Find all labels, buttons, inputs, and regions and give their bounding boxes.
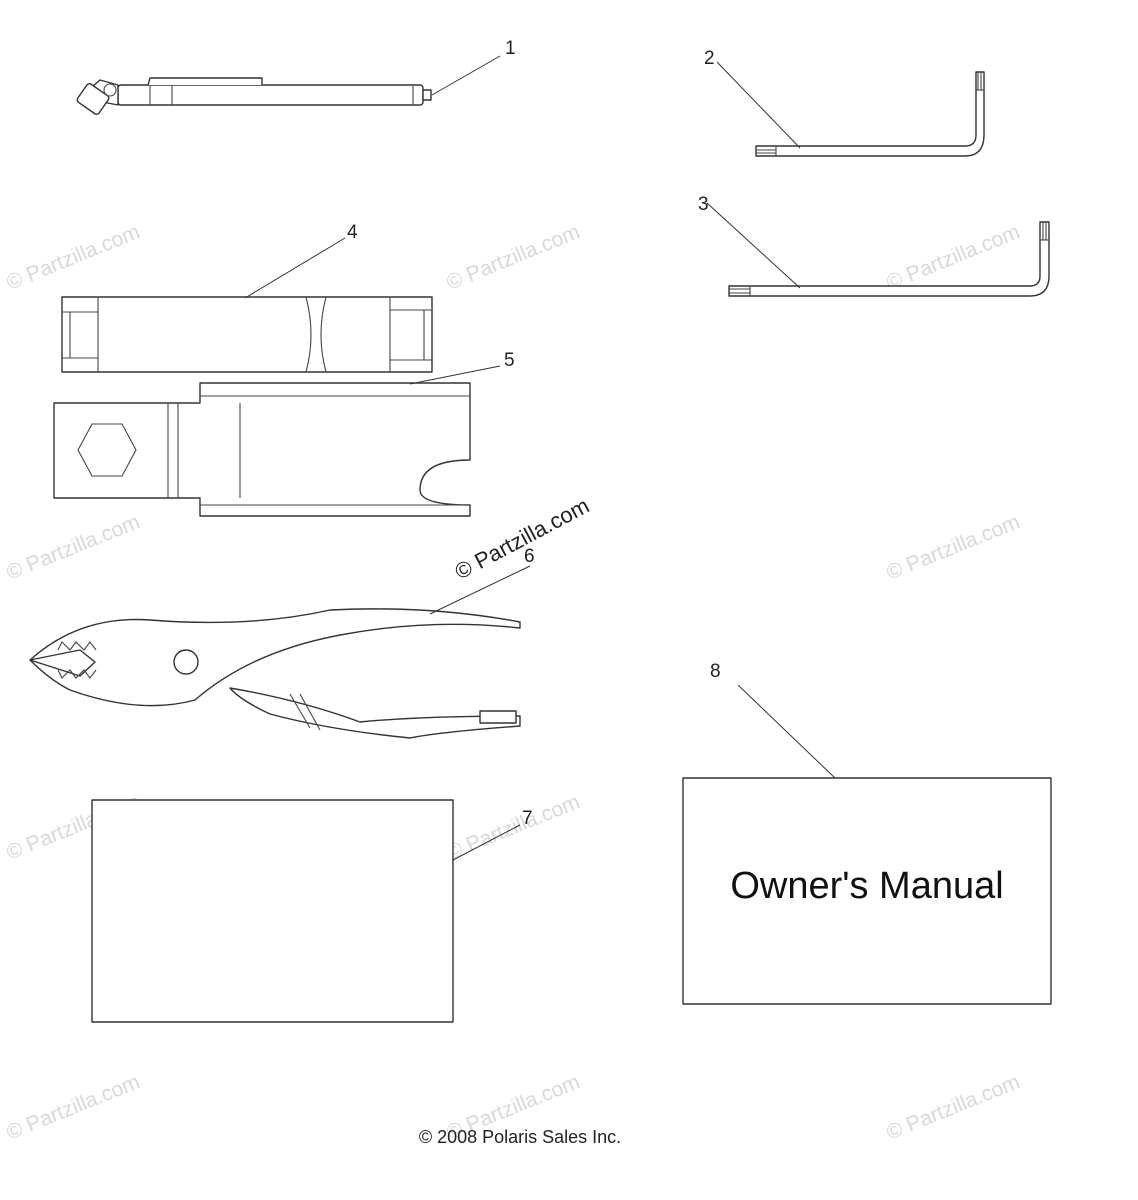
blank-card-icon xyxy=(91,799,454,1023)
callout-7: 7 xyxy=(522,808,533,829)
watermark: © Partzilla.com xyxy=(443,220,583,294)
callout-4: 4 xyxy=(347,222,358,243)
watermark: © Partzilla.com xyxy=(3,220,143,294)
callout-6: 6 xyxy=(524,546,535,567)
callout-5: 5 xyxy=(504,350,515,371)
callouts: 1 2 3 4 5 6 7 8 xyxy=(347,38,721,829)
watermark: © Partzilla.com xyxy=(3,510,143,584)
callout-2: 2 xyxy=(704,48,715,69)
socket-wrench-icon xyxy=(61,296,433,373)
hex-key-long-icon xyxy=(728,221,1050,297)
pliers-icon xyxy=(29,608,521,739)
watermark: © Partzilla.com xyxy=(883,220,1023,294)
leader-lines xyxy=(244,55,836,861)
spark-plug-wrench-icon xyxy=(53,382,471,517)
tire-pressure-gauge-icon xyxy=(76,77,432,115)
hex-key-short-icon xyxy=(755,71,985,157)
watermark: © Partzilla.com xyxy=(883,510,1023,584)
copyright-notice: © 2008 Polaris Sales Inc. xyxy=(418,1127,622,1147)
callout-1: 1 xyxy=(505,38,516,59)
callout-3: 3 xyxy=(698,194,709,215)
callout-8: 8 xyxy=(710,661,721,682)
manual-title: Owner's Manual xyxy=(730,865,1003,907)
watermark: © Partzilla.com xyxy=(443,790,583,864)
owners-manual-icon: Owner's Manual xyxy=(682,777,1052,1005)
watermark-prominent: © Partzilla.com xyxy=(451,493,594,585)
